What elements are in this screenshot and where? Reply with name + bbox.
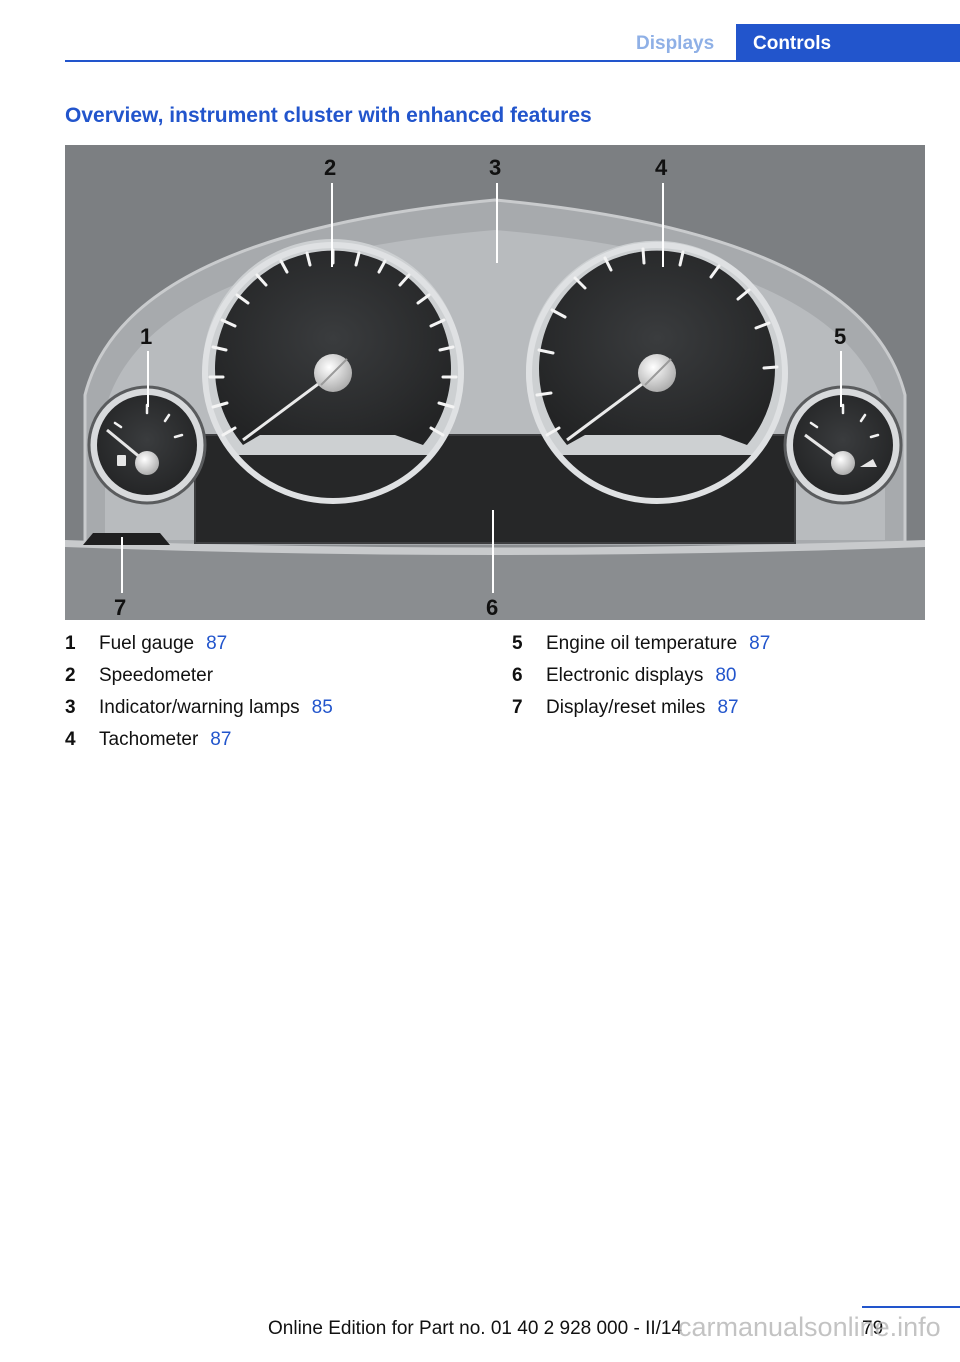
tachometer [526, 240, 788, 504]
instrument-cluster-figure: 1 2 3 4 5 6 7 [65, 145, 925, 620]
edition-note: Online Edition for Part no. 01 40 2 928 … [268, 1318, 683, 1339]
legend-item: 4 Tachometer 87 [65, 728, 333, 760]
oil-temperature-gauge [783, 385, 903, 505]
legend-num: 4 [65, 729, 76, 750]
page-number: 79 [862, 1318, 884, 1339]
callout-4: 4 [655, 155, 668, 180]
legend-label: Fuel gauge [99, 633, 195, 654]
page-ref-link[interactable]: 85 [311, 697, 333, 718]
callout-5: 5 [834, 324, 846, 349]
callout-1: 1 [140, 324, 152, 349]
page-ref-link[interactable]: 87 [749, 633, 771, 654]
legend-num: 1 [65, 633, 76, 654]
page-ref-link[interactable]: 87 [210, 729, 232, 750]
legend-item: 3 Indicator/warning lamps 85 [65, 696, 333, 728]
legend-label: Speedometer [99, 665, 214, 686]
legend-label: Tachometer [99, 729, 199, 750]
page-ref-link[interactable]: 87 [717, 697, 739, 718]
fuel-gauge [87, 385, 207, 505]
page-title: Overview, instrument cluster with enhanc… [65, 104, 592, 127]
footer-rule [862, 1306, 960, 1308]
legend-num: 3 [65, 697, 76, 718]
callout-7: 7 [114, 595, 126, 620]
legend-item: 5 Engine oil temperature 87 [512, 632, 770, 664]
header-rule [65, 60, 960, 62]
callout-3: 3 [489, 155, 501, 180]
legend-label: Electronic displays [546, 665, 704, 686]
legend-item: 2 Speedometer [65, 664, 333, 696]
header-chapter-tab: Controls [736, 24, 960, 62]
legend-item: 7 Display/reset miles 87 [512, 696, 770, 728]
watermark: carmanualsonline.info [678, 1312, 941, 1342]
legend-num: 7 [512, 697, 523, 718]
callout-6: 6 [486, 595, 498, 620]
legend-left: 1 Fuel gauge 87 2 Speedometer 3 Indicator/wa… [65, 632, 333, 760]
legend-label: Engine oil temperature [546, 633, 738, 654]
legend-num: 6 [512, 665, 523, 686]
page-ref-link[interactable]: 87 [206, 633, 228, 654]
instrument-cluster-illustration: 1 2 3 4 5 6 7 [65, 145, 925, 620]
callout-2: 2 [324, 155, 336, 180]
legend-label: Indicator/warning lamps [99, 697, 300, 718]
header-section-label: Displays [636, 33, 715, 54]
legend-right: 5 Engine oil temperature 87 6 Electronic di… [512, 632, 770, 728]
legend-label: Display/reset miles [546, 697, 706, 718]
legend-item: 6 Electronic displays 80 [512, 664, 770, 696]
page-ref-link[interactable]: 80 [715, 665, 737, 686]
legend-num: 5 [512, 633, 523, 654]
legend-item: 1 Fuel gauge 87 [65, 632, 333, 664]
legend-num: 2 [65, 665, 76, 686]
